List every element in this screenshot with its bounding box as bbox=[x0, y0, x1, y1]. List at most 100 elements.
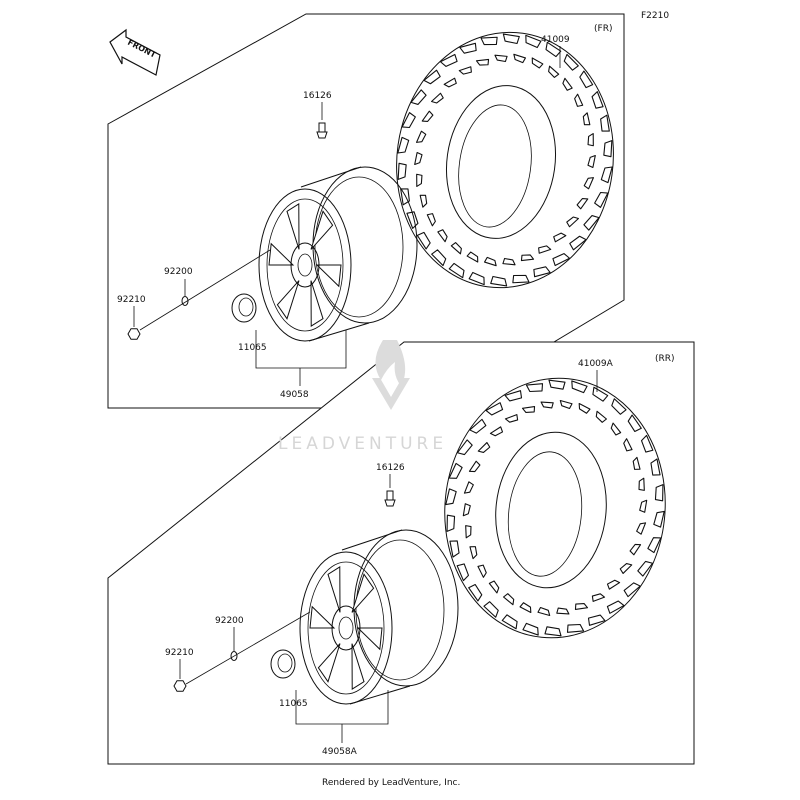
front-wheel-assembly bbox=[127, 31, 614, 386]
wheel-spoke bbox=[286, 203, 300, 250]
tread-lug bbox=[545, 41, 562, 58]
tread-lug bbox=[490, 275, 508, 287]
rim-face-inner bbox=[307, 561, 385, 695]
tread-lug bbox=[611, 398, 627, 415]
tread-lug bbox=[566, 216, 580, 228]
tread-lug bbox=[629, 543, 642, 556]
tread-lug bbox=[421, 110, 434, 123]
tread-lug bbox=[401, 112, 416, 129]
tread-lug bbox=[636, 522, 647, 535]
tread-lug bbox=[522, 622, 539, 636]
tread-lug bbox=[477, 564, 487, 578]
tread-lug bbox=[544, 626, 562, 637]
tread-lug bbox=[504, 390, 523, 402]
tread-lug bbox=[574, 93, 584, 107]
tread-lug bbox=[462, 503, 471, 517]
bracket-wheel bbox=[255, 330, 347, 369]
tread-lug bbox=[468, 583, 483, 602]
tread-lug bbox=[501, 614, 518, 630]
front-washer-part-number: 92200 bbox=[164, 267, 193, 277]
tread-lug bbox=[647, 537, 662, 554]
rear-position-label: (RR) bbox=[655, 354, 675, 364]
tread-lug bbox=[439, 53, 458, 67]
wheel-spoke bbox=[351, 643, 365, 690]
wheel-spoke bbox=[315, 264, 342, 288]
tread-lug bbox=[525, 34, 542, 49]
tread-lug bbox=[410, 89, 427, 105]
wheel-hub bbox=[331, 605, 361, 651]
tread-lug bbox=[627, 414, 642, 433]
tread-lug bbox=[591, 91, 604, 109]
rear-wheel-part-number: 49058A bbox=[322, 747, 358, 757]
tread-lug bbox=[466, 251, 479, 263]
tread-lug bbox=[502, 33, 520, 45]
axis-line bbox=[185, 611, 311, 685]
tire-bead-inner bbox=[507, 451, 583, 577]
tread-lug bbox=[548, 379, 566, 390]
tread-lug bbox=[583, 215, 600, 231]
tread-lug bbox=[653, 510, 665, 528]
tread-lug bbox=[448, 462, 463, 479]
tread-lug bbox=[548, 65, 560, 78]
tread-lug bbox=[489, 426, 504, 437]
tread-lug bbox=[456, 563, 470, 582]
front-wheel-part-number: 49058 bbox=[280, 390, 309, 400]
tread-lug bbox=[619, 563, 633, 574]
rim-back-inner bbox=[355, 539, 445, 681]
rim-face-outer bbox=[299, 551, 393, 705]
tire-outline bbox=[444, 377, 666, 639]
wheel-drawing bbox=[258, 166, 418, 342]
tread-lug bbox=[419, 194, 428, 208]
tread-lug bbox=[579, 70, 594, 89]
valve-body bbox=[318, 122, 326, 133]
tire-bead-outer bbox=[495, 431, 607, 589]
tread-lug bbox=[563, 53, 579, 71]
tread-lug bbox=[465, 525, 472, 539]
leadventure-watermark bbox=[372, 340, 410, 410]
tread-lug bbox=[594, 191, 609, 208]
tread-lug bbox=[587, 614, 606, 626]
tread-lug bbox=[443, 77, 457, 88]
valve-base bbox=[316, 131, 328, 139]
tread-lug bbox=[566, 623, 585, 633]
tread-lug bbox=[469, 546, 478, 560]
tread-lug bbox=[576, 197, 589, 210]
tread-lug bbox=[591, 593, 606, 602]
wheel-spoke bbox=[356, 627, 383, 651]
tread-lug bbox=[531, 57, 544, 69]
tread-lug bbox=[578, 402, 591, 414]
tread-lug bbox=[533, 266, 551, 278]
tread-lug bbox=[639, 499, 648, 513]
tread-lug bbox=[397, 162, 407, 180]
tire-drawing bbox=[396, 31, 614, 289]
tread-lug bbox=[416, 130, 427, 143]
tire-bead-inner bbox=[458, 104, 532, 228]
tread-lug bbox=[416, 231, 431, 250]
wheel-hub-center bbox=[338, 616, 354, 640]
tread-lug bbox=[538, 245, 552, 254]
tread-lug bbox=[416, 173, 423, 187]
tread-lug bbox=[623, 582, 641, 598]
center-cap-icon bbox=[231, 293, 257, 323]
rear-washer-part-number: 92200 bbox=[215, 616, 244, 626]
front-valve-part-number: 16126 bbox=[303, 91, 332, 101]
tread-lug bbox=[512, 274, 530, 284]
tread-lug bbox=[519, 602, 532, 614]
tread-lug bbox=[456, 439, 473, 456]
valve-stem-icon bbox=[316, 122, 328, 139]
rim-face-inner bbox=[266, 198, 344, 332]
wheel-spoke bbox=[327, 566, 341, 613]
cap-outer bbox=[270, 649, 296, 679]
tread-lug bbox=[610, 422, 622, 436]
tread-lug bbox=[485, 402, 504, 416]
rear-valve-part-number: 16126 bbox=[376, 463, 405, 473]
wheel-spoke bbox=[317, 643, 341, 683]
tread-lug bbox=[459, 42, 477, 54]
tread-lug bbox=[650, 458, 661, 476]
front-arrow-icon bbox=[109, 28, 161, 76]
cap-inner bbox=[277, 653, 293, 673]
valve-body bbox=[386, 490, 394, 501]
tread-lug bbox=[537, 606, 551, 617]
tread-lug bbox=[637, 560, 654, 577]
